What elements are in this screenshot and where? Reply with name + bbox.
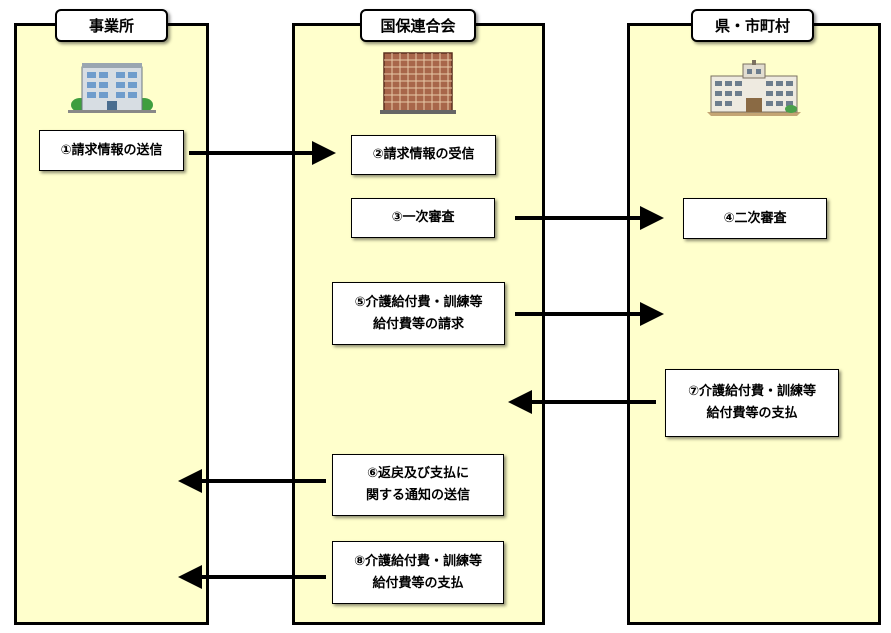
step-5-line-2: 給付費等の請求 [372, 316, 464, 332]
step-2-receive-claim: ②請求情報の受信 [351, 135, 496, 175]
step-5-benefit-claim: ⑤介護給付費・訓練等 給付費等の請求 [332, 282, 505, 345]
step-7-benefit-payment: ⑦介護給付費・訓練等 給付費等の支払 [665, 369, 839, 437]
city-hall-icon [707, 60, 801, 116]
lane-title-office: 事業所 [55, 9, 168, 42]
step-1-line-1: ①請求情報の送信 [60, 142, 163, 158]
step-3-line-1: ③一次審査 [391, 210, 455, 225]
step-3-primary-review: ③一次審査 [351, 198, 495, 238]
step-7-line-2: 給付費等の支払 [706, 406, 798, 421]
step-6-return-notice: ⑥返戻及び支払に 関する通知の送信 [332, 454, 504, 516]
office-building-icon [68, 63, 156, 113]
step-6-line-2: 関する通知の送信 [365, 488, 470, 503]
lane-title-federation: 国保連合会 [360, 9, 476, 42]
lane-municipality [627, 23, 881, 625]
step-8-benefit-payment: ⑧介護給付費・訓練等 給付費等の支払 [332, 541, 504, 604]
step-4-secondary-review: ④二次審査 [683, 198, 827, 239]
tall-building-icon [380, 52, 456, 114]
step-4-line-1: ④二次審査 [723, 210, 787, 226]
step-8-line-1: ⑧介護給付費・訓練等 [353, 553, 482, 569]
lane-title-municipality: 県・市町村 [691, 9, 814, 42]
step-2-line-1: ②請求情報の受信 [372, 147, 475, 162]
step-1-send-claim: ①請求情報の送信 [39, 130, 184, 171]
step-7-line-1: ⑦介護給付費・訓練等 [687, 384, 816, 399]
step-8-line-2: 給付費等の支払 [372, 575, 464, 591]
step-6-line-1: ⑥返戻及び支払に [366, 466, 469, 481]
lane-office [14, 23, 209, 625]
step-5-line-1: ⑤介護給付費・訓練等 [354, 294, 483, 310]
